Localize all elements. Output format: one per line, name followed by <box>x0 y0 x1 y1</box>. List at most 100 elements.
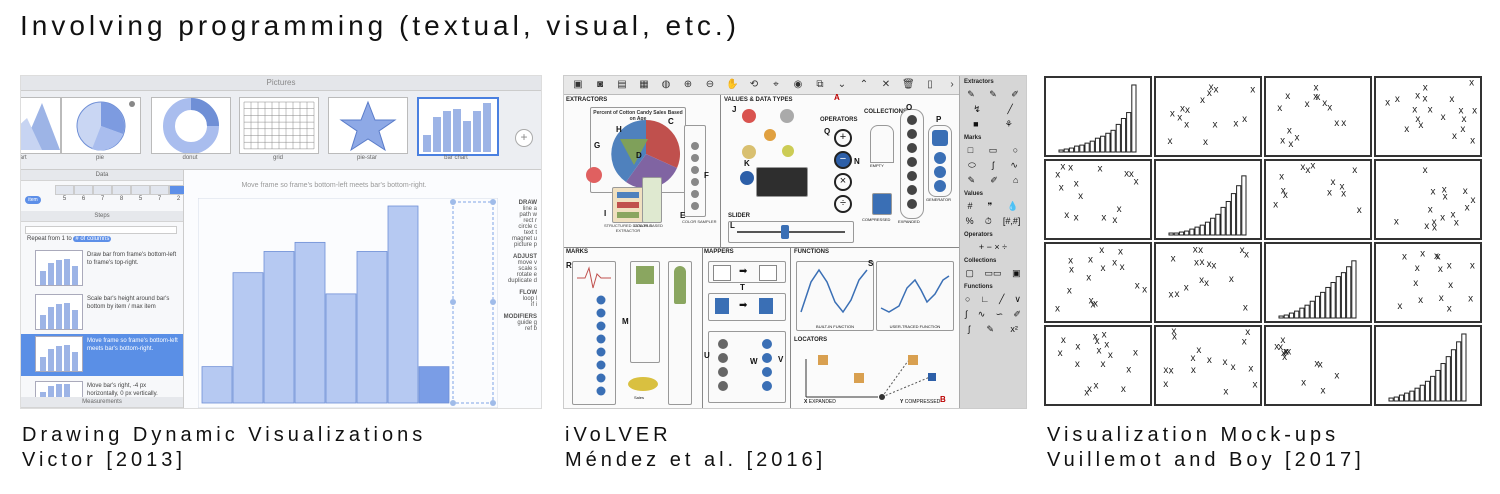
command-item[interactable]: picture p <box>513 242 537 248</box>
command-item[interactable]: circle c <box>518 224 537 230</box>
draw-func-icon[interactable]: ✎ <box>986 324 995 334</box>
clock-icon[interactable]: ⏱ <box>984 216 992 226</box>
bar[interactable] <box>263 251 295 404</box>
step-1[interactable]: Draw bar from frame's bottom-left to fra… <box>31 248 181 288</box>
ellipse-mark-icon[interactable]: ⬭ <box>968 160 976 170</box>
collection-item[interactable] <box>907 185 917 195</box>
collection-item[interactable] <box>907 129 917 139</box>
value-string[interactable] <box>742 109 756 123</box>
value-color[interactable] <box>764 129 776 141</box>
mark-property[interactable] <box>596 347 606 357</box>
numbers-to-numbers-mapper[interactable]: ➡ <box>708 293 786 321</box>
add-picture-button[interactable]: + <box>515 129 533 147</box>
camera-icon[interactable]: ◙ <box>596 79 604 90</box>
table-icon[interactable]: ▦ <box>639 79 649 90</box>
frame-handle[interactable] <box>490 400 496 406</box>
line-mark-icon[interactable]: ∿ <box>1010 160 1018 170</box>
next-icon[interactable]: › <box>950 79 954 90</box>
built-in-function[interactable]: BUILT-IN FUNCTION <box>796 261 874 331</box>
colors-to-numbers-mapper[interactable] <box>708 331 786 403</box>
data-cell[interactable]: 8 <box>119 196 124 202</box>
value-play[interactable] <box>740 171 754 185</box>
up-icon[interactable]: ⌃ <box>859 79 869 90</box>
number-icon[interactable]: # <box>967 201 973 211</box>
scatter-cell[interactable] <box>1264 325 1372 406</box>
range-value[interactable]: [#,#] <box>1002 216 1021 226</box>
plus-operator[interactable]: + <box>834 129 852 147</box>
value-number[interactable] <box>780 109 794 123</box>
circle-mark-icon[interactable]: ○ <box>1012 145 1019 155</box>
data-cell[interactable]: 5 <box>138 196 143 202</box>
duplicate-icon[interactable]: ⧉ <box>816 79 824 90</box>
sample-icon[interactable]: ⚘ <box>1004 119 1013 129</box>
thumbnail-bar-chart[interactable] <box>417 97 499 156</box>
scatter-cell[interactable] <box>1044 159 1152 240</box>
scatter-cell[interactable] <box>1374 159 1482 240</box>
locators-area[interactable] <box>798 353 958 405</box>
eye-icon[interactable]: ◉ <box>793 79 803 90</box>
mapper-icon[interactable]: ▭▭ <box>984 268 1002 278</box>
xsq-func-icon[interactable]: x² <box>1010 324 1018 334</box>
tilde-func-icon[interactable]: ∽ <box>995 309 1004 319</box>
mark-property[interactable] <box>596 295 606 305</box>
command-item[interactable]: loop l <box>522 296 537 302</box>
scatter-cell[interactable] <box>1154 76 1262 157</box>
trash-icon[interactable]: 🗑 <box>902 79 915 90</box>
data-cell[interactable]: 6 <box>81 196 86 202</box>
scatter-cell[interactable] <box>1374 76 1482 157</box>
mark-compressed-stack[interactable] <box>630 261 660 363</box>
generator-icon[interactable]: ▣ <box>1012 268 1021 278</box>
trace-icon[interactable]: ↯ <box>973 104 981 114</box>
scatter-cell[interactable] <box>1154 242 1262 323</box>
data-cell[interactable]: 7 <box>100 196 105 202</box>
globe-icon[interactable]: ◍ <box>661 79 671 90</box>
brush-icon[interactable]: ✐ <box>1011 89 1019 99</box>
mark-property[interactable] <box>596 360 606 370</box>
percent-icon[interactable]: % <box>965 216 974 226</box>
command-item[interactable]: line a <box>522 206 537 212</box>
mark-property[interactable] <box>596 386 606 396</box>
slider-widget[interactable] <box>728 221 854 243</box>
histogram-cell[interactable] <box>1154 159 1262 240</box>
command-item[interactable]: rect r <box>523 218 537 224</box>
value-date[interactable] <box>742 145 756 159</box>
bar[interactable] <box>201 366 233 404</box>
mark-property[interactable] <box>596 373 606 383</box>
color-based-extractor[interactable] <box>642 177 662 223</box>
bottle-mark[interactable] <box>668 261 692 405</box>
collection-item[interactable] <box>907 157 917 167</box>
thumbnail-pie-star[interactable] <box>328 97 408 154</box>
item-chip[interactable]: item <box>25 196 41 204</box>
value-node[interactable] <box>586 167 602 183</box>
bar[interactable] <box>232 272 264 404</box>
empty-mapper[interactable]: ➡ <box>708 261 786 283</box>
sigma-func-icon[interactable]: ʃ <box>968 324 971 334</box>
curve-func-icon[interactable]: ∫ <box>965 309 968 319</box>
l-func-icon[interactable]: ∟ <box>980 294 990 304</box>
histogram-cell[interactable] <box>1264 242 1372 323</box>
linear-func-icon[interactable]: ╱ <box>999 294 1005 304</box>
collection-item[interactable] <box>907 199 917 209</box>
image-mark-icon[interactable]: ⌂ <box>1012 175 1019 185</box>
frame-handle[interactable] <box>450 199 456 205</box>
compressed-collection[interactable] <box>872 193 892 215</box>
thumbnail-grid[interactable] <box>239 97 319 154</box>
histogram-cell[interactable] <box>1374 325 1482 406</box>
line-icon[interactable]: ╱ <box>1007 104 1013 114</box>
rect-mark-icon[interactable]: ▭ <box>988 145 998 155</box>
pen-mark-icon[interactable]: ✎ <box>967 175 976 185</box>
path-mark-icon[interactable]: ʃ <box>992 160 995 170</box>
command-item[interactable]: if i <box>531 302 537 308</box>
frame-handle[interactable] <box>490 299 496 305</box>
chevrons-icon[interactable]: ⌄ <box>837 79 847 90</box>
wave-func-icon[interactable]: ∿ <box>977 309 986 319</box>
histogram-cell[interactable] <box>1044 76 1152 157</box>
mark-property[interactable] <box>596 308 606 318</box>
empty-collection[interactable] <box>870 125 894 163</box>
repeat-chip[interactable]: # of columns <box>73 236 112 242</box>
collection-item[interactable] <box>907 115 917 125</box>
step-2[interactable]: Scale bar's height around bar's bottom b… <box>31 292 181 332</box>
scatter-cell[interactable] <box>1044 242 1152 323</box>
pen-icon[interactable]: ✎ <box>967 89 975 99</box>
expanded-collection[interactable] <box>900 109 924 219</box>
